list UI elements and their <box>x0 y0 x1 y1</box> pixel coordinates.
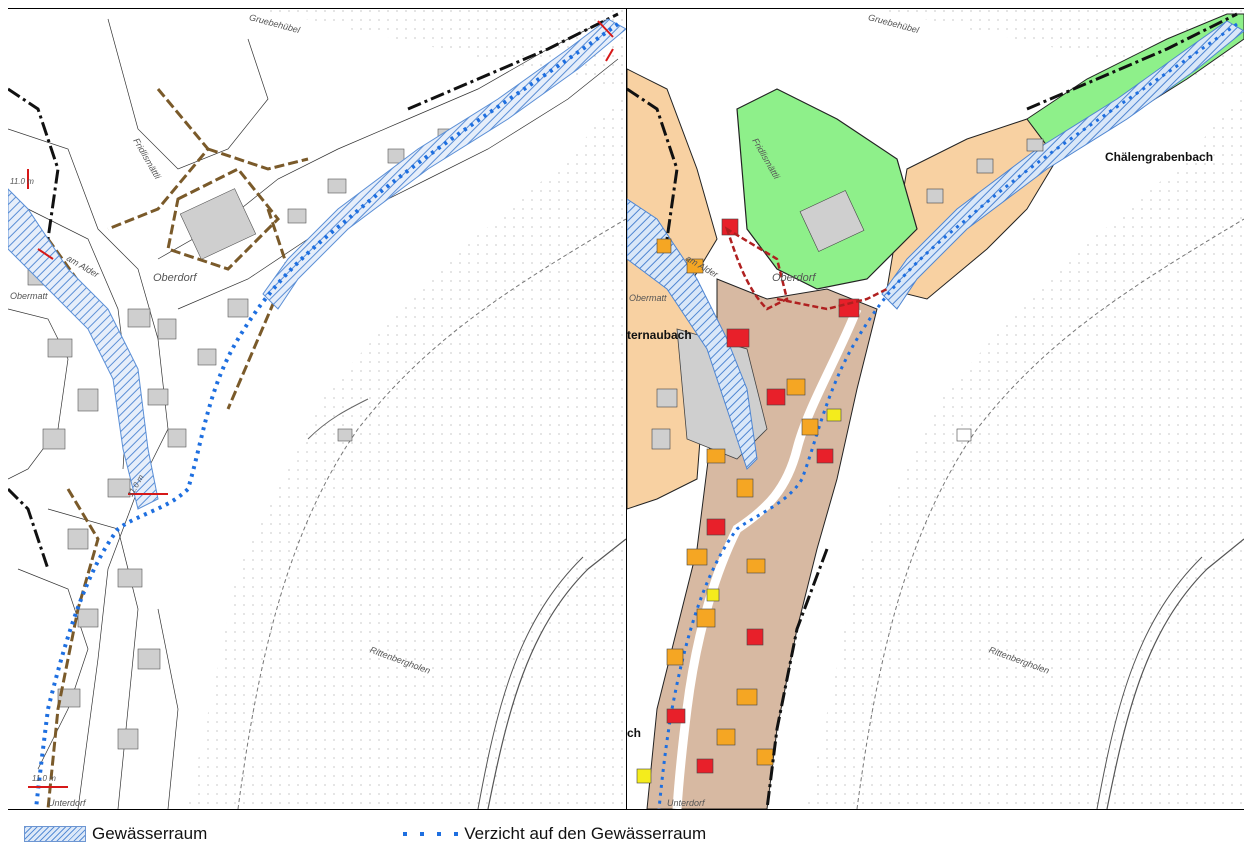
measurement-label: 11.0 m <box>32 774 56 783</box>
road-line <box>307 398 369 440</box>
map-left-canvas: 11.0 m 11.0 m 11.0 m Fridlismättli Oberd… <box>8 9 626 809</box>
stream-label: Chälengrabenbach <box>1105 150 1213 164</box>
zone-public <box>736 88 918 290</box>
buildings <box>27 128 457 750</box>
measurement-label: 11.0 m <box>10 177 34 186</box>
legend-item-gewaesserraum: Gewässerraum <box>24 824 207 844</box>
protected-boundary <box>776 287 888 311</box>
map-left: 11.0 m 11.0 m 11.0 m Fridlismättli Oberd… <box>8 9 627 809</box>
stream-label: ch <box>627 726 641 740</box>
stream-label: ternaubach <box>627 328 692 342</box>
place-label: Fridlismättli <box>131 136 163 181</box>
perimeter <box>627 12 1238 809</box>
protected-boundary <box>724 226 789 311</box>
map-right: Fridlismättli Oberdorf Unterdorf Rittenb… <box>627 9 1244 809</box>
legend-label: Verzicht auf den Gewässerraum <box>464 824 707 843</box>
place-label: Oberdorf <box>153 272 197 284</box>
contour-line <box>1096 556 1203 809</box>
hillside-area <box>188 9 626 809</box>
legend-item-verzicht: Verzicht auf den Gewässerraum <box>207 824 706 844</box>
place-label: Unterdorf <box>48 798 87 808</box>
contour-line <box>487 538 626 809</box>
legend-label: Gewässerraum <box>92 824 208 843</box>
contour-line <box>477 556 584 809</box>
place-label: Oberdorf <box>772 272 816 284</box>
stream-space-hatch <box>8 188 159 510</box>
dotted-line-icon <box>403 832 459 836</box>
perimeter <box>8 12 619 570</box>
place-label: Unterdorf <box>667 798 706 808</box>
contour-line <box>237 218 626 809</box>
map-comparison: 11.0 m 11.0 m 11.0 m Fridlismättli Oberd… <box>8 8 1244 810</box>
hillside-area <box>807 9 1244 809</box>
map-right-canvas: Fridlismättli Oberdorf Unterdorf Rittenb… <box>627 9 1244 809</box>
legend: Gewässerraum Verzicht auf den Gewässerra… <box>24 818 706 850</box>
measurement-markers <box>27 20 614 788</box>
waiver-dotted-line <box>34 22 620 809</box>
contour-line <box>856 218 1244 809</box>
place-label: Obermatt <box>10 291 48 301</box>
hatch-swatch-icon <box>24 826 86 842</box>
stream-space-hatch <box>881 20 1244 310</box>
contour-line <box>1106 538 1244 809</box>
buildings <box>636 138 1044 784</box>
place-label: Obermatt <box>629 293 667 303</box>
stream-space-hatch <box>262 18 626 310</box>
